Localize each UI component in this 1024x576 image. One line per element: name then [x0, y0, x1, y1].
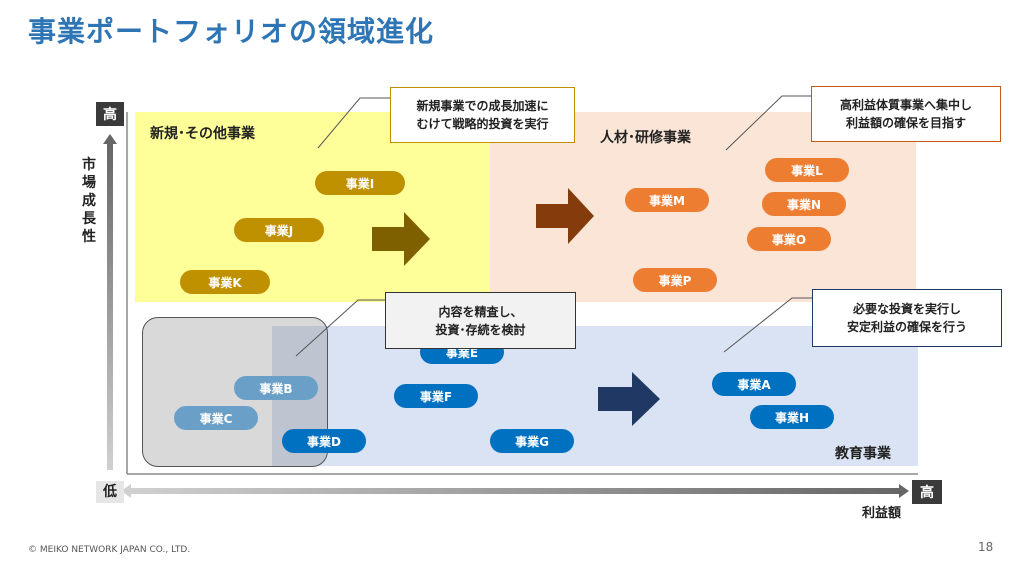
business-l: 事業L [765, 158, 849, 182]
business-o: 事業O [747, 227, 831, 251]
callout-new-investment: 新規事業での成長加速に むけて戦略的投資を実行 [390, 87, 575, 143]
business-b: 事業B [234, 376, 318, 400]
business-f: 事業F [394, 384, 478, 408]
callout-edu-stable: 必要な投資を実行し 安定利益の確保を行う [812, 289, 1002, 347]
callout-review: 内容を精査し、 投資･存続を検討 [385, 292, 576, 349]
business-g: 事業G [490, 429, 574, 453]
page-title: 事業ポートフォリオの領域進化 [28, 15, 435, 48]
edu-business-zone [272, 326, 918, 466]
x-axis-label: 利益額 [862, 506, 902, 521]
business-h: 事業H [750, 405, 834, 429]
business-c: 事業C [174, 406, 258, 430]
business-d: 事業D [282, 429, 366, 453]
hr-zone-label: 人材･研修事業 [600, 130, 691, 146]
callout-hr-profit: 高利益体質事業へ集中し 利益額の確保を目指す [811, 86, 1001, 142]
y-axis-high-badge: 高 [96, 102, 124, 126]
new-zone-label: 新規･その他事業 [150, 126, 255, 142]
business-m: 事業M [625, 188, 709, 212]
business-k: 事業K [180, 270, 270, 294]
growth-arrow-orange [536, 188, 594, 244]
business-n: 事業N [762, 192, 846, 216]
growth-arrow-blue [598, 372, 660, 426]
business-a: 事業A [712, 372, 796, 396]
growth-arrow-gold [372, 212, 430, 266]
business-p: 事業P [633, 268, 717, 292]
business-i: 事業I [315, 171, 405, 195]
page-number: 18 [978, 540, 994, 554]
copyright: © MEIKO NETWORK JAPAN CO., LTD. [28, 545, 191, 555]
x-axis-high-badge: 高 [912, 480, 942, 504]
y-axis-low-label: 低 [96, 481, 124, 503]
edu-zone-label: 教育事業 [835, 446, 891, 462]
y-axis-label: 市場成長性 [82, 157, 96, 245]
business-j: 事業J [234, 218, 324, 242]
